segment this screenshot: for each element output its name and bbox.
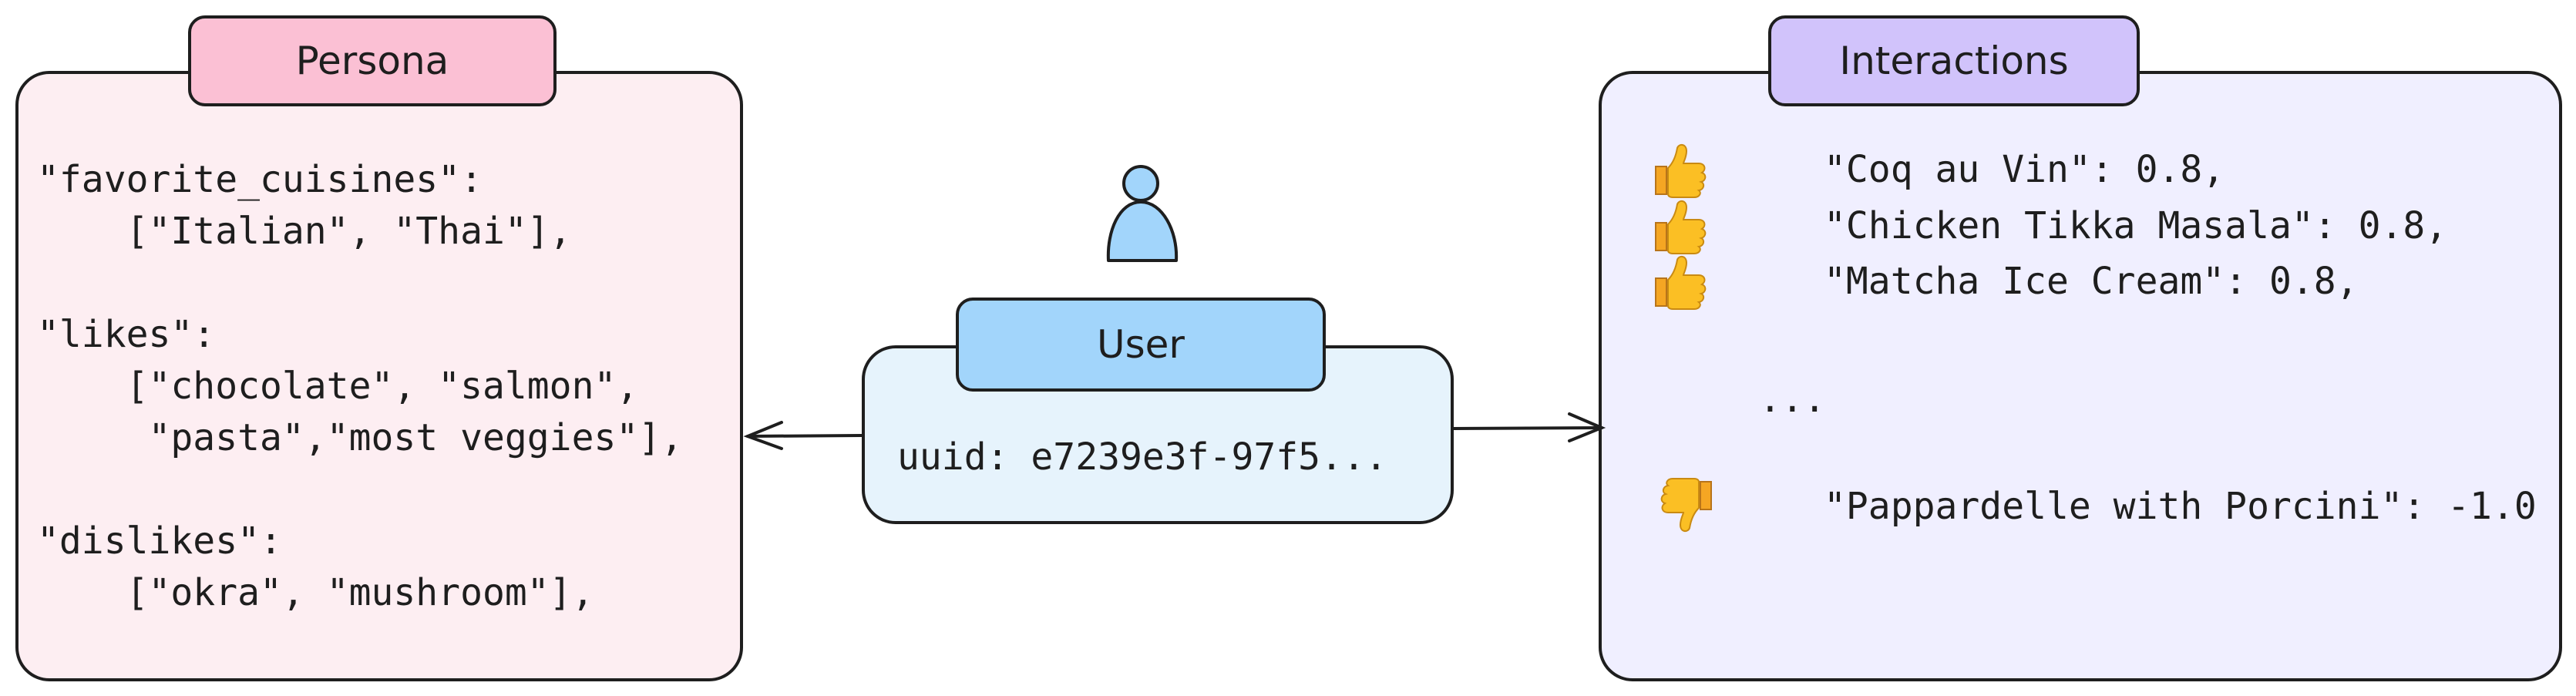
interaction-row: "Chicken Tikka Masala": 0.8, bbox=[1645, 199, 2448, 254]
persona-title: Persona bbox=[188, 15, 557, 106]
persona-json: "favorite_cuisines": ["Italian", "Thai"]… bbox=[37, 158, 684, 614]
interaction-text: "Chicken Tikka Masala": 0.8, bbox=[1824, 204, 2448, 247]
thumbs-down-icon bbox=[1660, 478, 1712, 533]
interaction-text: "Pappardelle with Porcini": -1.0 bbox=[1824, 485, 2537, 528]
thumbs-up-icon bbox=[1655, 143, 1707, 198]
interactions-title: Interactions bbox=[1768, 15, 2140, 106]
arrow-to-interactions bbox=[1452, 412, 1606, 442]
arrow-to-persona bbox=[743, 421, 863, 450]
interaction-row: "Matcha Ice Cream": 0.8, bbox=[1645, 254, 2359, 310]
interaction-ellipsis: ... bbox=[1759, 378, 1826, 421]
interactions-panel bbox=[1599, 71, 2562, 681]
thumbs-up-icon bbox=[1655, 255, 1707, 310]
interaction-text: "Matcha Ice Cream": 0.8, bbox=[1824, 260, 2359, 303]
user-uuid: uuid: e7239e3f-97f5... bbox=[897, 435, 1387, 479]
thumbs-up-icon bbox=[1655, 200, 1707, 254]
interaction-row: "Coq au Vin": 0.8, bbox=[1645, 143, 2225, 198]
interaction-row: "Pappardelle with Porcini": -1.0 bbox=[1657, 478, 2537, 533]
interaction-text: "Coq au Vin": 0.8, bbox=[1824, 148, 2225, 191]
persona-panel bbox=[15, 71, 743, 681]
user-title: User bbox=[956, 298, 1326, 392]
user-person-icon bbox=[1106, 165, 1179, 262]
